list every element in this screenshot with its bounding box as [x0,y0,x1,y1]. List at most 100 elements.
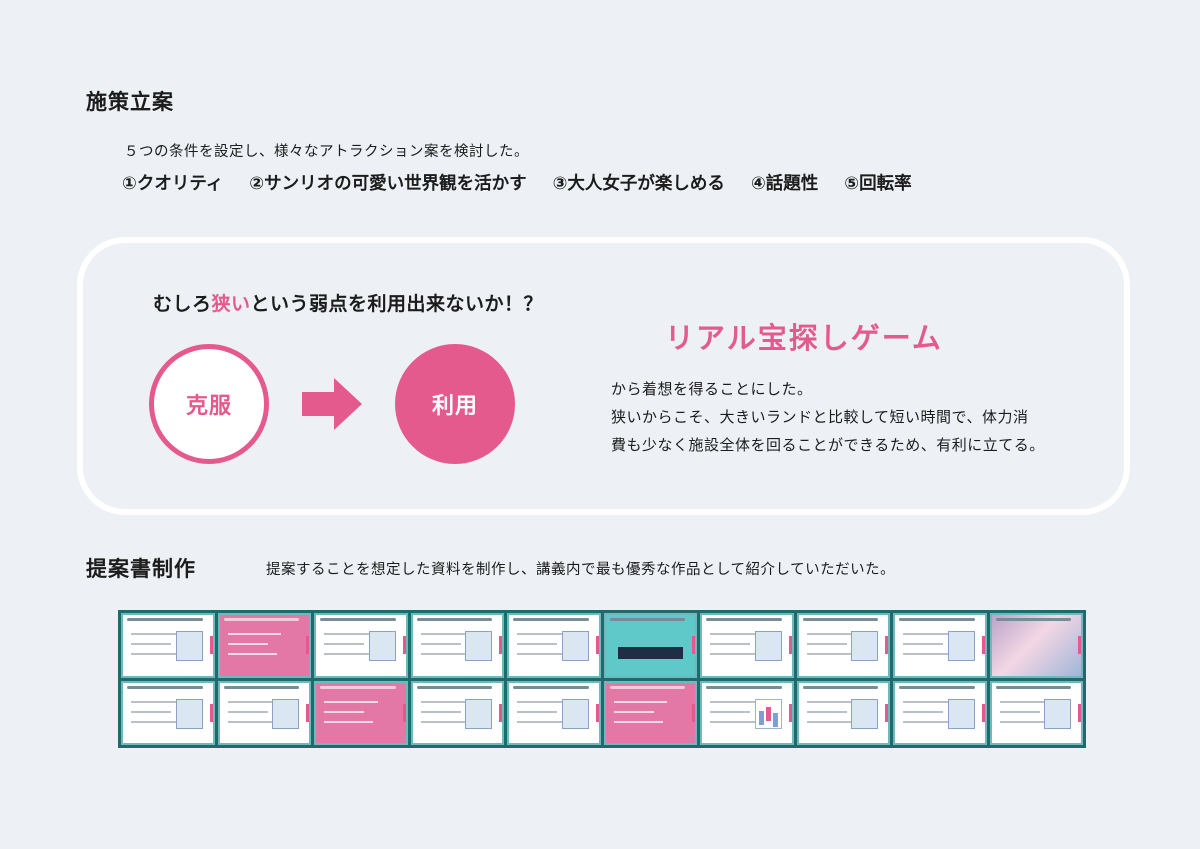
section-title-proposal: 提案書制作 [86,557,196,581]
slide-content-placeholder [710,643,751,645]
planning-intro: ５つの条件を設定し、様々なアトラクション案を検討した。 [124,144,529,160]
slide-content-placeholder [324,700,378,703]
slide-content-placeholder [320,685,396,689]
description-line: 狭いからこそ、大きいランドと比較して短い時間で、体力消 [611,408,1029,426]
slide-thumbnail [893,680,987,745]
slide-content-placeholder [710,633,764,635]
slide-content-placeholder [802,685,878,689]
slide-content-placeholder [995,685,1071,689]
slide-content-placeholder [324,710,365,713]
slide-content-placeholder [517,653,567,655]
slide-content-placeholder [609,618,685,621]
slide-content-placeholder [416,685,492,689]
slide-thumbnail [217,680,311,745]
slide-content-placeholder [999,710,1040,713]
slide-content-placeholder [416,618,492,621]
condition-item: ①クオリティ [122,174,224,194]
slide-thumbnail [796,613,890,678]
slide-content-placeholder [227,720,277,723]
slide-content-placeholder [613,700,668,703]
slide-content-placeholder [754,631,782,661]
section-title-planning: 施策立案 [86,90,174,114]
slide-content-placeholder [420,653,470,655]
question-highlight: 狭い [211,293,251,315]
slide-content-placeholder [706,685,782,689]
slide-content-placeholder [324,633,378,635]
slide-content-placeholder [131,643,172,645]
slide-thumbnail [507,613,601,678]
slide-content-placeholder [131,653,181,655]
slide-content-placeholder [806,720,856,723]
slide-content-placeholder [999,720,1049,723]
slide-content-placeholder [999,700,1054,703]
slide-content-placeholder [561,698,589,729]
slide-thumbnail [314,613,408,678]
slide-content-placeholder [127,685,203,689]
condition-item: ④話題性 [750,174,819,194]
slide-content-placeholder [227,710,268,713]
slide-thumbnail-grid [118,610,1086,748]
slide-content-placeholder [947,631,975,661]
slide-content-placeholder [272,698,299,729]
slide-content-placeholder [227,653,277,655]
slide-content-placeholder [517,633,571,635]
slide-thumbnail [217,613,311,678]
slide-content-placeholder [903,633,957,635]
idea-question: むしろ狭いという弱点を利用出来ないか！？ [153,289,543,316]
slide-content-placeholder [802,618,878,621]
proposal-description: 提案することを想定した資料を制作し、講義内で最も優秀な作品として紹介していただい… [266,562,896,578]
slide-thumbnail [700,680,794,745]
slide-content-placeholder [517,700,571,703]
slide-content-placeholder [995,618,1071,621]
slide-content-placeholder [710,720,760,723]
slide-content-placeholder [131,700,185,703]
idea-card: むしろ狭いという弱点を利用出来ないか！？ 克服 利用 リアル宝探しゲーム から着… [77,237,1130,515]
slide-thumbnail [893,613,987,678]
condition-item: ③大人女子が楽しめる [552,174,725,194]
condition-item: ②サンリオの可愛い世界観を活かす [249,174,527,194]
question-text: むしろ [153,293,212,315]
slide-content-placeholder [710,653,760,655]
slide-content-placeholder [420,720,470,723]
slide-content-placeholder [806,653,856,655]
slide-content-placeholder [609,685,685,689]
slide-content-placeholder [227,700,282,703]
slide-thumbnail [314,680,408,745]
slide-content-placeholder [131,633,185,635]
slide-content-placeholder [127,618,203,621]
slide-content-placeholder [227,633,282,635]
slide-content-placeholder [227,643,268,645]
slide-content-placeholder [513,618,589,621]
slide-content-placeholder [806,700,861,703]
slide-thumbnail [796,680,890,745]
slide-content-placeholder [903,643,944,645]
question-text: という弱点を利用出来ないか！？ [250,293,544,315]
condition-item: ⑤回転率 [844,174,912,194]
slide-content-placeholder [320,618,396,621]
slide-thumbnail [121,613,215,678]
slide-content-placeholder [513,685,589,689]
slide-content-placeholder [368,631,396,661]
slide-content-placeholder [561,631,589,661]
slide-content-placeholder [851,631,878,661]
conditions-list: ①クオリティ ②サンリオの可愛い世界観を活かす ③大人女子が楽しめる ④話題性 … [122,170,912,195]
slide-content-placeholder [517,720,567,723]
slide-content-placeholder [131,710,172,713]
slide-content-placeholder [1044,698,1071,729]
game-title: リアル宝探しゲーム [665,321,943,355]
description-line: 費も少なく施設全体を回ることができるため、有利に立てる。 [611,436,1045,454]
slide-content-placeholder [754,698,782,729]
slide-content-placeholder [903,710,944,713]
slide-content-placeholder [710,700,764,703]
slide-content-placeholder [420,710,461,713]
slide-thumbnail [603,613,697,678]
slide-content-placeholder [613,710,654,713]
slide-content-placeholder [903,720,953,723]
slide-content-placeholder [324,643,365,645]
slide-content-placeholder [517,710,558,713]
right-arrow-icon [302,378,362,430]
slide-content-placeholder [710,710,751,713]
slide-content-placeholder [175,631,203,661]
slide-content-placeholder [223,685,299,689]
slide-thumbnail [507,680,601,745]
